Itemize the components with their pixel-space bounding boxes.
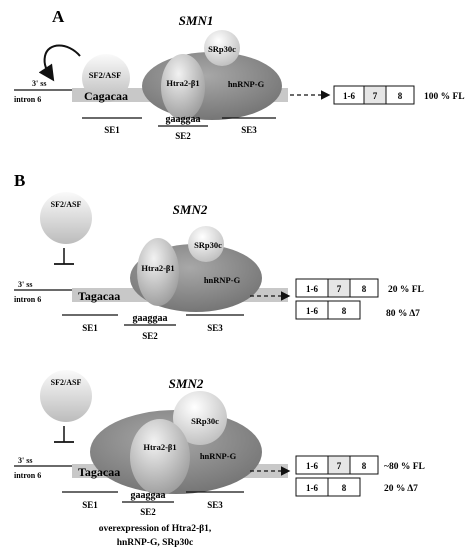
se2-label: SE2: [142, 331, 158, 341]
product-label: 20 % Δ7: [384, 484, 418, 494]
exon-sequence: Tagacaa: [78, 465, 120, 479]
product-delta7: 1-6 8 20 % Δ7: [295, 477, 418, 497]
motif-label: gaaggaa: [131, 490, 166, 501]
exon-box-label: 7: [373, 91, 378, 101]
intron-label: intron 6: [14, 295, 41, 304]
splice-site-label: 3' ss: [18, 456, 32, 465]
exon-box-label: 1-6: [306, 483, 318, 493]
exon-box-label: 8: [362, 284, 367, 294]
se3-label: SE3: [207, 323, 223, 333]
srp30c-label: SRp30c: [191, 416, 219, 426]
sf2-asf-circle: [82, 54, 130, 102]
srp30c-circle: [204, 30, 240, 66]
product-label: ~80 % FL: [384, 462, 425, 472]
srp30c-circle: [173, 391, 227, 445]
se1-label: SE1: [82, 500, 98, 510]
product-delta7: 1-6 8 80 % Δ7: [295, 300, 420, 320]
intron-label: intron 6: [14, 471, 41, 480]
hnrnpg-label: hnRNP-G: [200, 451, 237, 461]
panel-b-bottom: SMN2 SF2/ASF SRp30c Htra2-β1 hnRNP-G 3' …: [14, 370, 425, 548]
se1-label: SE1: [104, 125, 120, 135]
exon-sequence: Cagacaa: [84, 89, 128, 103]
product-fl: 1-6 7 8 100 % FL: [333, 85, 465, 105]
panel-b-top: B SMN2 SF2/ASF SRp30c Htra2-β1 hnRNP-G 3…: [14, 171, 424, 341]
exon-box-label: 7: [337, 461, 342, 471]
exon7-box: [363, 85, 387, 105]
splice-site-label: 3' ss: [18, 280, 32, 289]
exon-sequence: Tagacaa: [78, 289, 120, 303]
panel-letter: A: [52, 7, 65, 26]
se3-label: SE3: [207, 500, 223, 510]
se3-label: SE3: [241, 125, 257, 135]
product-label: 100 % FL: [424, 92, 465, 102]
exon-box-label: 8: [398, 91, 403, 101]
hnrnpg-label: hnRNP-G: [204, 275, 241, 285]
exon-box-label: 8: [342, 483, 347, 493]
exon7-box: [327, 278, 351, 298]
htra2-label: Htra2-β1: [143, 442, 176, 452]
splice-site-label: 3' ss: [32, 79, 46, 88]
exon-box-label: 7: [337, 284, 342, 294]
exon7-box: [327, 455, 351, 475]
srp30c-circle: [188, 226, 224, 262]
panel-letter: B: [14, 171, 25, 190]
motif-label: gaaggaa: [166, 114, 201, 125]
exon-box-label: 1-6: [343, 91, 355, 101]
htra2-label: Htra2-β1: [141, 263, 174, 273]
product-fl: 1-6 7 8 ~80 % FL: [295, 455, 425, 475]
sf2-label: SF2/ASF: [51, 378, 82, 387]
caption-line: hnRNP-G, SRp30c: [117, 538, 194, 548]
product-label: 80 % Δ7: [386, 309, 420, 319]
exon-box-label: 1-6: [306, 306, 318, 316]
sf2-asf-circle: [40, 192, 92, 244]
caption-line: overexpression of Htra2-β1,: [99, 524, 212, 534]
product-label: 20 % FL: [388, 285, 424, 295]
htra2-ellipse: [137, 238, 179, 306]
intron-label: intron 6: [14, 95, 41, 104]
sf2-label: SF2/ASF: [89, 70, 122, 80]
exon-box-label: 8: [342, 306, 347, 316]
hnrnpg-label: hnRNP-G: [228, 79, 265, 89]
sf2-asf-circle: [40, 370, 92, 422]
htra2-label: Htra2-β1: [166, 78, 199, 88]
sf2-label: SF2/ASF: [51, 200, 82, 209]
htra2-ellipse: [130, 419, 190, 495]
exon-box-label: 1-6: [306, 284, 318, 294]
se1-label: SE1: [82, 323, 98, 333]
curved-arrow-icon: [38, 44, 81, 82]
se2-label: SE2: [140, 507, 156, 517]
gene-name: SMN1: [179, 13, 214, 28]
gene-name: SMN2: [173, 202, 208, 217]
srp30c-label: SRp30c: [208, 44, 236, 54]
gene-name: SMN2: [169, 376, 204, 391]
srp30c-label: SRp30c: [194, 240, 222, 250]
exon-box-label: 8: [362, 461, 367, 471]
product-fl: 1-6 7 8 20 % FL: [295, 278, 424, 298]
se2-label: SE2: [175, 131, 191, 141]
htra2-ellipse: [161, 54, 205, 120]
panel-a: A SMN1 SF2/ASF SRp30c Htra2-β1 hnRNP-G 3…: [14, 7, 465, 141]
motif-label: gaaggaa: [133, 313, 168, 324]
exon-box-label: 1-6: [306, 461, 318, 471]
